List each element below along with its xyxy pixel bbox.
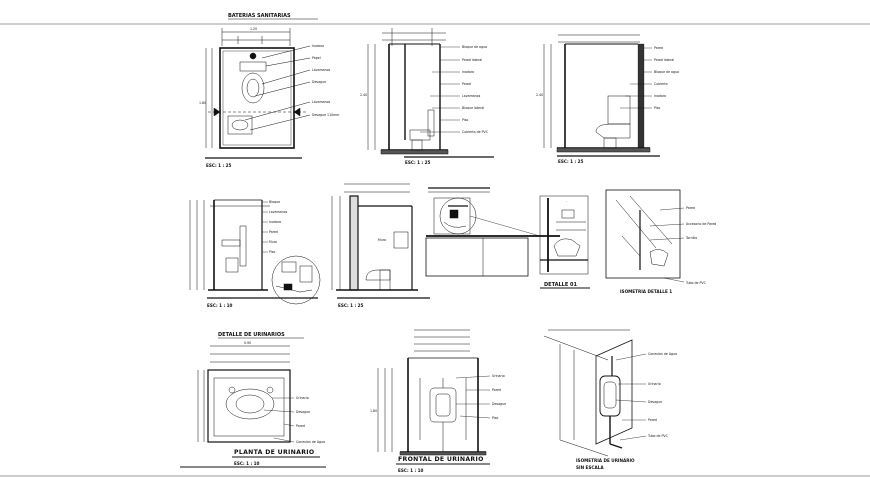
scale-label-5: ESC: 1 : 25 [338,303,363,308]
detail-01: . DETALLE 01 [539,195,590,289]
iso1-label-4: Tubo de PVC [685,281,707,285]
ufront-label-1: Urinario [492,374,505,378]
sec2-height-dim: 2.40 [536,93,543,97]
isometric-detail-1: Pared Accesorio de Pared Tornillo Tubo d… [605,189,716,294]
middle-section-a: Bloque Lavamanos Inodoro Pared Muro Piso… [189,199,321,308]
bathroom-plan: BATERIAS SANITARIAS 1.20 1.80 [199,13,339,168]
sec1-label-6: Bloque lateral [462,106,484,110]
iso1-label-2: Accesorio de Pared [686,222,716,226]
uiso-label-2: Urinario [648,382,661,386]
sec2-label-1: Pared [654,46,663,50]
detail01-title: DETALLE 01 [544,282,577,288]
scale-label-1: ESC: 1 : 25 [206,163,231,168]
seca-label-4: Pared [269,230,278,234]
scale-label-6: ESC: 1 : 10 [234,461,259,466]
bathroom-section-2: 2.40 Pared Pared lateral Bloque de agua … [536,34,679,164]
uiso-label-3: Desague [648,400,662,404]
ufront-label-4: Piso [492,416,498,420]
sec1-height-dim: 2.40 [360,93,367,97]
plan-width-dim: 1.20 [250,27,257,31]
bathroom-title: BATERIAS SANITARIAS [228,13,291,19]
iso-detail1-title: ISOMETRIA DETALLE 1 [620,289,672,294]
scale-label-3: ESC: 1 : 25 [558,159,583,164]
sec1-label-5: Lavamanos [462,94,481,98]
seca-label-3: Inodoro [269,220,281,224]
plan-label-1: Inodoro [312,44,324,48]
sec1-label-3: Inodoro [462,70,474,74]
uiso-label-4: Pared [648,418,657,422]
sec1-label-7: Piso [462,118,468,122]
ufront-label-2: Pared [492,388,501,392]
iso1-label-3: Tornillo [685,236,697,240]
scale-label-8: SIN ESCALA [576,465,604,470]
scale-label-7: ESC: 1 : 10 [398,468,423,473]
seca-label-5: Muro [269,240,277,244]
urinal-isometric: Conexion de Agua Urinario Desague Pared … [543,329,677,470]
sec2-label-4: Cubierta [654,82,668,86]
uplan-label-1: Urinario [296,396,309,400]
sec1-label-8: Cubierta de PVC [462,130,489,134]
frontal-urinal-title: FRONTAL DE URINARIO [398,456,484,463]
uplan-label-2: Desague [296,410,310,414]
urinal-frontal: 1.80 Urinario Pared Desague Piso FRONTAL… [370,329,506,473]
seca-label-2: Lavamanos [269,210,288,214]
sec1-label-4: Pared [462,82,471,86]
uiso-label-5: Tubo de PVC [647,434,669,438]
seca-label-6: Piso [269,250,275,254]
urinal-plan: DETALLE DE URINARIOS 0.90 Urinario Desag… [180,332,326,468]
detail-callout [425,187,560,277]
plan-label-2: Papel [312,56,321,60]
plan-urinal-title: PLANTA DE URINARIO [234,449,314,456]
secb-label-1: Muro [378,238,386,242]
sec2-label-5: Inodoro [654,94,666,98]
sec2-label-3: Bloque de agua [654,70,679,74]
sec2-label-2: Pared lateral [654,58,674,62]
urinal-width-dim: 0.90 [244,341,251,345]
uplan-label-4: Conexion de Agua [296,440,325,444]
uiso-label-1: Conexion de Agua [648,352,677,356]
ufront-label-3: Desague [492,402,506,406]
plan-label-5: Lavamanos [312,100,331,104]
sec1-label-1: Bloque de agua [462,45,487,49]
plan-label-6: Desague 110mm [312,113,339,117]
seca-label-1: Bloque [269,200,280,204]
uplan-label-3: Pared [296,424,305,428]
svg-text:.: . [566,199,567,203]
sec2-label-6: Piso [654,106,660,110]
scale-label-2: ESC: 1 : 25 [405,160,430,165]
plan-label-3: Lavamanos [312,68,331,72]
scale-label-4: ESC: 1 : 10 [207,303,232,308]
sec1-label-2: Pared lateral [462,58,482,62]
middle-section-b: Muro ESC: 1 : 25 [331,183,430,308]
plan-label-4: Desague [312,80,326,84]
iso1-label-1: Pared [686,206,695,210]
sheet-frame [0,23,870,477]
urinal-height-dim: 1.80 [370,409,377,413]
bathroom-section-1: 2.40 Bloque de agua Pared lateral Inodor… [360,28,494,165]
urinals-title: DETALLE DE URINARIOS [218,332,285,338]
plan-depth-dim: 1.80 [199,101,206,105]
iso-urinal-title: ISOMETRIA DE URINARIO [576,458,635,463]
